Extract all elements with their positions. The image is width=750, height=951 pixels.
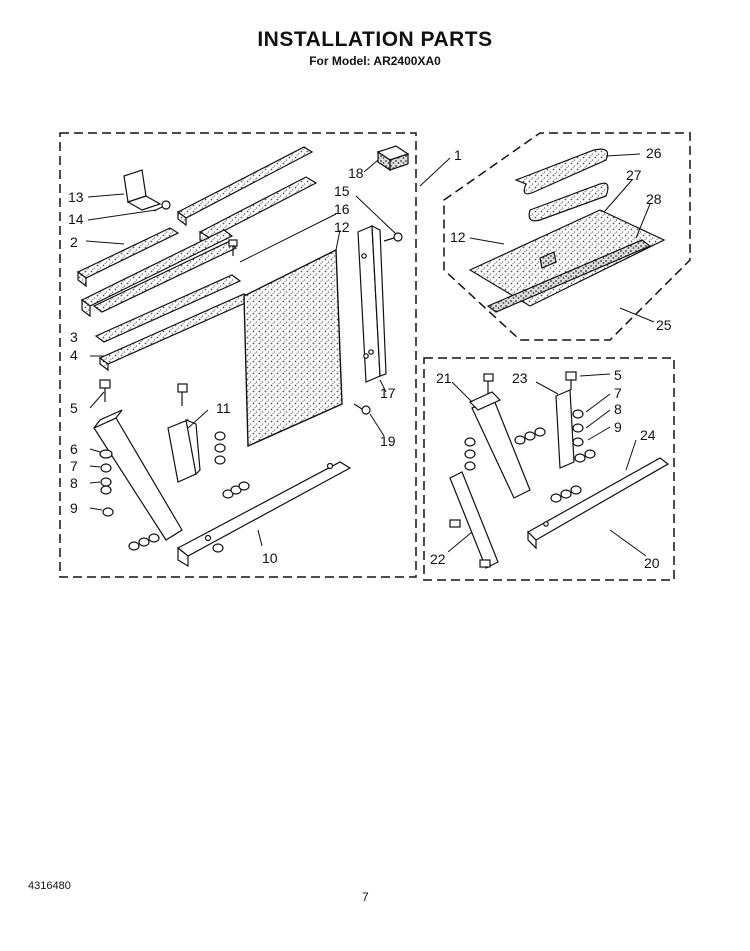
callout-2: 2	[70, 234, 78, 250]
base-rail-10	[176, 461, 352, 568]
callout-21: 21	[436, 370, 452, 386]
callout-26: 26	[646, 145, 662, 161]
callout-5-left: 5	[70, 400, 78, 416]
rail-24	[527, 457, 670, 550]
screw-15	[383, 232, 403, 242]
callout-17: 17	[380, 385, 396, 401]
callout-11: 11	[216, 400, 231, 416]
bracket-11	[167, 419, 201, 483]
leader-lines	[85, 153, 655, 557]
callout-9-right: 9	[614, 419, 622, 435]
callout-25: 25	[656, 317, 672, 333]
bracket-23	[555, 389, 575, 469]
callout-8-right: 8	[614, 401, 622, 417]
screw-top-center	[228, 239, 238, 256]
bolt-5-left	[99, 379, 111, 402]
callout-3: 3	[70, 329, 78, 345]
bolt-11	[177, 383, 188, 406]
callout-23: 23	[512, 370, 528, 386]
foam-rail-28	[486, 239, 652, 313]
rail-16	[92, 241, 238, 313]
callout-12-foam: 12	[450, 229, 466, 245]
rail-3	[80, 229, 234, 318]
side-channel-17	[357, 225, 387, 383]
callout-6: 6	[70, 441, 78, 457]
document-number: 4316480	[28, 880, 71, 892]
callout-7-left: 7	[70, 458, 78, 474]
support-arm-left	[93, 409, 183, 541]
screw-14	[153, 200, 171, 212]
screw-19	[353, 403, 371, 415]
model-subtitle: For Model: AR2400XA0	[309, 54, 441, 68]
callout-19: 19	[380, 433, 396, 449]
callout-10: 10	[262, 550, 278, 566]
callout-16: 16	[334, 201, 350, 217]
page-number: 7	[362, 890, 369, 904]
arm-22	[449, 471, 499, 569]
callout-12: 12	[334, 219, 350, 235]
panel-12	[243, 248, 343, 448]
support-arm-21	[468, 391, 531, 499]
callout-15: 15	[334, 183, 350, 199]
washers-11	[214, 431, 250, 499]
washers-right	[464, 409, 596, 503]
callout-1: 1	[454, 147, 462, 163]
callout-labels: 1 2 3 4 5 6 7 8 9 10 11 12 13 14 15 16 1…	[68, 145, 672, 571]
callout-22: 22	[430, 551, 446, 567]
washers-left	[99, 449, 114, 517]
page-title: INSTALLATION PARTS	[257, 28, 493, 51]
side-rail-2	[76, 227, 180, 288]
corner-bracket-13	[123, 169, 162, 211]
main-kit-border	[59, 132, 417, 578]
callout-24: 24	[640, 427, 656, 443]
callout-18: 18	[348, 165, 364, 181]
callout-8-left: 8	[70, 475, 78, 491]
foam-kit-border	[443, 132, 691, 341]
callout-5-right: 5	[614, 367, 622, 383]
foam-strip-26	[514, 148, 609, 222]
callout-9-left: 9	[70, 500, 78, 516]
rail-4-upper	[94, 274, 242, 343]
bolts-right	[483, 371, 577, 394]
top-rail-upper	[176, 146, 314, 227]
callout-7-right: 7	[614, 385, 622, 401]
hardware-bottom-left	[128, 533, 224, 553]
callout-28: 28	[646, 191, 662, 207]
foam-block-18	[376, 145, 410, 172]
callout-20: 20	[644, 555, 660, 571]
foam-panel-27	[468, 209, 666, 307]
callout-27: 27	[626, 167, 642, 183]
callout-14: 14	[68, 211, 84, 227]
callout-13: 13	[68, 189, 84, 205]
callout-4: 4	[70, 347, 78, 363]
